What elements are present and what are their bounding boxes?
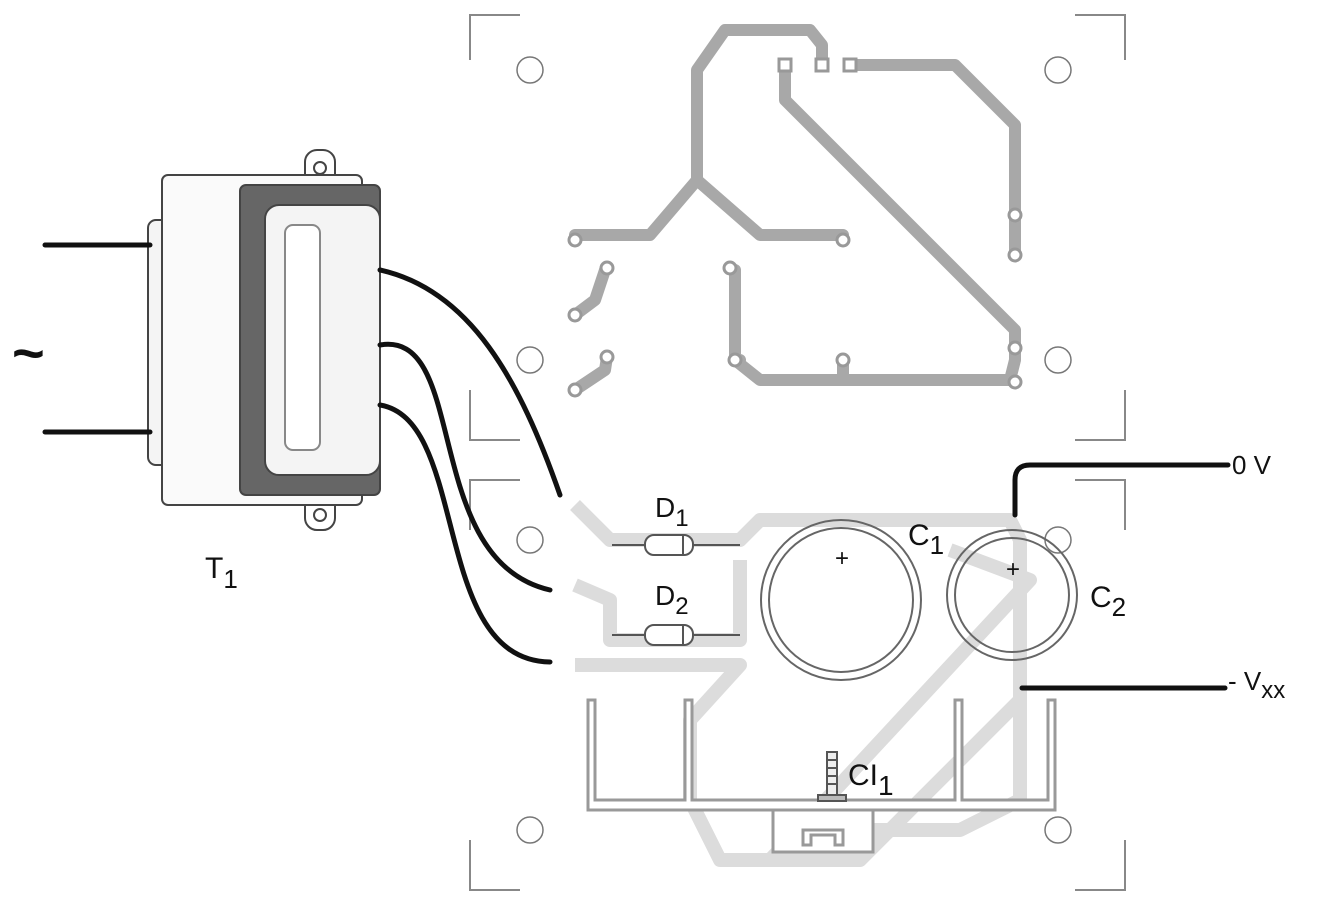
label-neg-vxx: - Vxx [1228,666,1285,704]
pcb-copper-view [469,14,1126,441]
c1-polarity: + [835,545,849,572]
ac-symbol: ~ [12,321,45,384]
c2-polarity: + [1006,556,1020,583]
labels: ~ T1 D1 D2 + + C1 C2 CI1 0 V - Vxx [12,321,1285,801]
pcb-component-view [469,479,1126,891]
capacitor-c2 [946,529,1078,661]
capacitor-c1 [760,519,922,681]
wires [42,242,1231,691]
mounting-holes [516,56,1072,374]
label-ci1: CI1 [848,759,894,801]
transformer-t1 [147,149,381,531]
label-0v: 0 V [1232,450,1272,480]
diode-d1 [612,534,740,556]
corner-brackets [469,14,1126,441]
label-d2: D2 [655,580,689,620]
pads [567,57,1023,398]
heatsink [586,698,1057,854]
label-c2: C2 [1090,581,1126,622]
label-t1: T1 [205,552,238,594]
copper-traces [569,24,1021,396]
label-c1: C1 [908,519,944,560]
label-d1: D1 [655,492,689,532]
diode-d2 [612,624,740,646]
